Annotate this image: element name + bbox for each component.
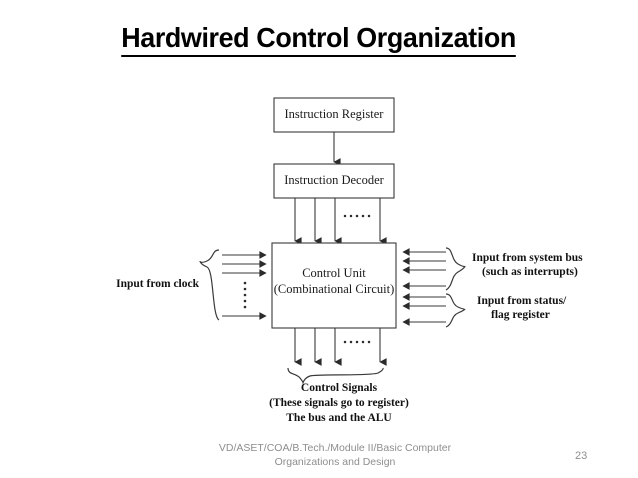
instruction-decoder-label: Instruction Decoder: [284, 173, 384, 187]
status-flag-input-connectors: [402, 293, 446, 326]
control-signal-brace: [287, 367, 384, 384]
control-signal-ellipsis: [343, 340, 371, 344]
status-flag-input-label: Input from status/ flag register: [477, 294, 566, 323]
status-flag-input-label-line2: flag register: [491, 309, 550, 322]
status-flag-brace: [445, 293, 466, 328]
control-unit-label-line2: (Combinational Circuit): [273, 281, 395, 296]
diagram-canvas: [199, 97, 466, 384]
control-unit-label: Control Unit (Combinational Circuit): [262, 266, 406, 297]
footer-note: VD/ASET/COA/B.Tech./Module II/Basic Comp…: [218, 442, 452, 469]
clock-input-brace: [199, 249, 220, 321]
system-bus-brace: [445, 247, 466, 291]
clock-input-connectors: [222, 251, 267, 320]
control-signals-label-line1: Control Signals: [300, 382, 378, 394]
instruction-decoder-box: [273, 163, 395, 199]
hardwired-control-diagram: Instruction Register Instruction Decoder…: [0, 80, 638, 425]
instruction-register-label: Instruction Register: [284, 107, 384, 121]
page-number: 23: [575, 450, 588, 462]
control-unit-box: [271, 242, 397, 329]
control-unit-label-line1: Control Unit: [302, 266, 366, 280]
clock-input-label: Input from clock: [116, 278, 199, 290]
system-bus-input-label: Input from system bus (such as interrupt…: [472, 251, 583, 280]
system-bus-input-label-line2: (such as interrupts): [482, 266, 578, 279]
page-title: Hardwired Control Organization: [0, 22, 638, 57]
clock-input-ellipsis: [243, 281, 247, 309]
control-signals-label-line3: The bus and the ALU: [286, 411, 392, 424]
page-title-text: Hardwired Control Organization: [121, 22, 517, 57]
system-bus-input-connectors: [402, 248, 446, 290]
instruction-register-box: [273, 97, 395, 133]
control-signals-label: Control Signals (These signals go to reg…: [204, 381, 474, 426]
control-signals-label-line2: (These signals go to register): [269, 396, 409, 409]
decoder-output-ellipsis: [343, 214, 371, 218]
control-signal-output-connectors: [294, 328, 387, 366]
system-bus-input-label-line1: Input from system bus: [472, 252, 583, 264]
status-flag-input-label-line1: Input from status/: [477, 295, 567, 307]
decoder-to-control-unit-connectors: [294, 198, 387, 245]
